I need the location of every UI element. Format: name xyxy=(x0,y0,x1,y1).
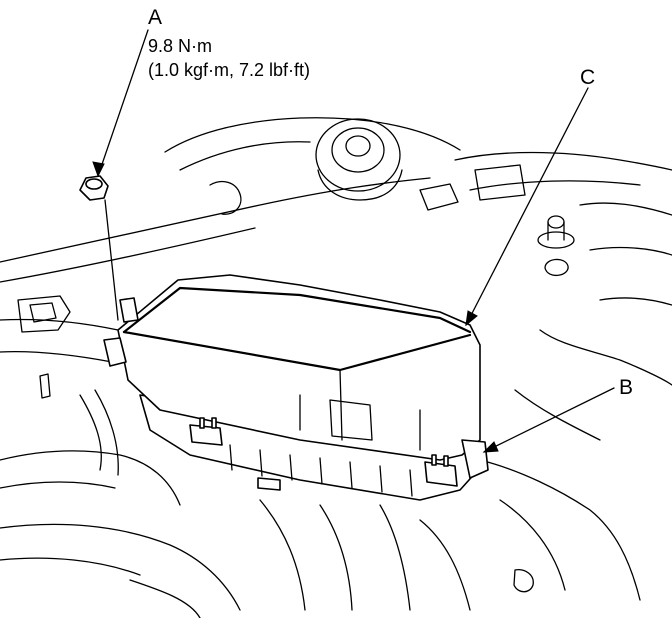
callout-c-letter: C xyxy=(580,66,595,89)
reservoir-cap xyxy=(315,118,403,201)
callout-b-letter: B xyxy=(619,376,633,399)
callout-a-letter: A xyxy=(148,6,162,29)
mounting-stud xyxy=(537,215,575,249)
nut-a xyxy=(79,175,119,321)
torque-spec-line2: (1.0 kgf·m, 7.2 lbf·ft) xyxy=(148,60,310,80)
leader-lines xyxy=(92,29,615,453)
torque-spec-line1: 9.8 N·m xyxy=(148,36,212,56)
fuse-box xyxy=(103,274,489,501)
